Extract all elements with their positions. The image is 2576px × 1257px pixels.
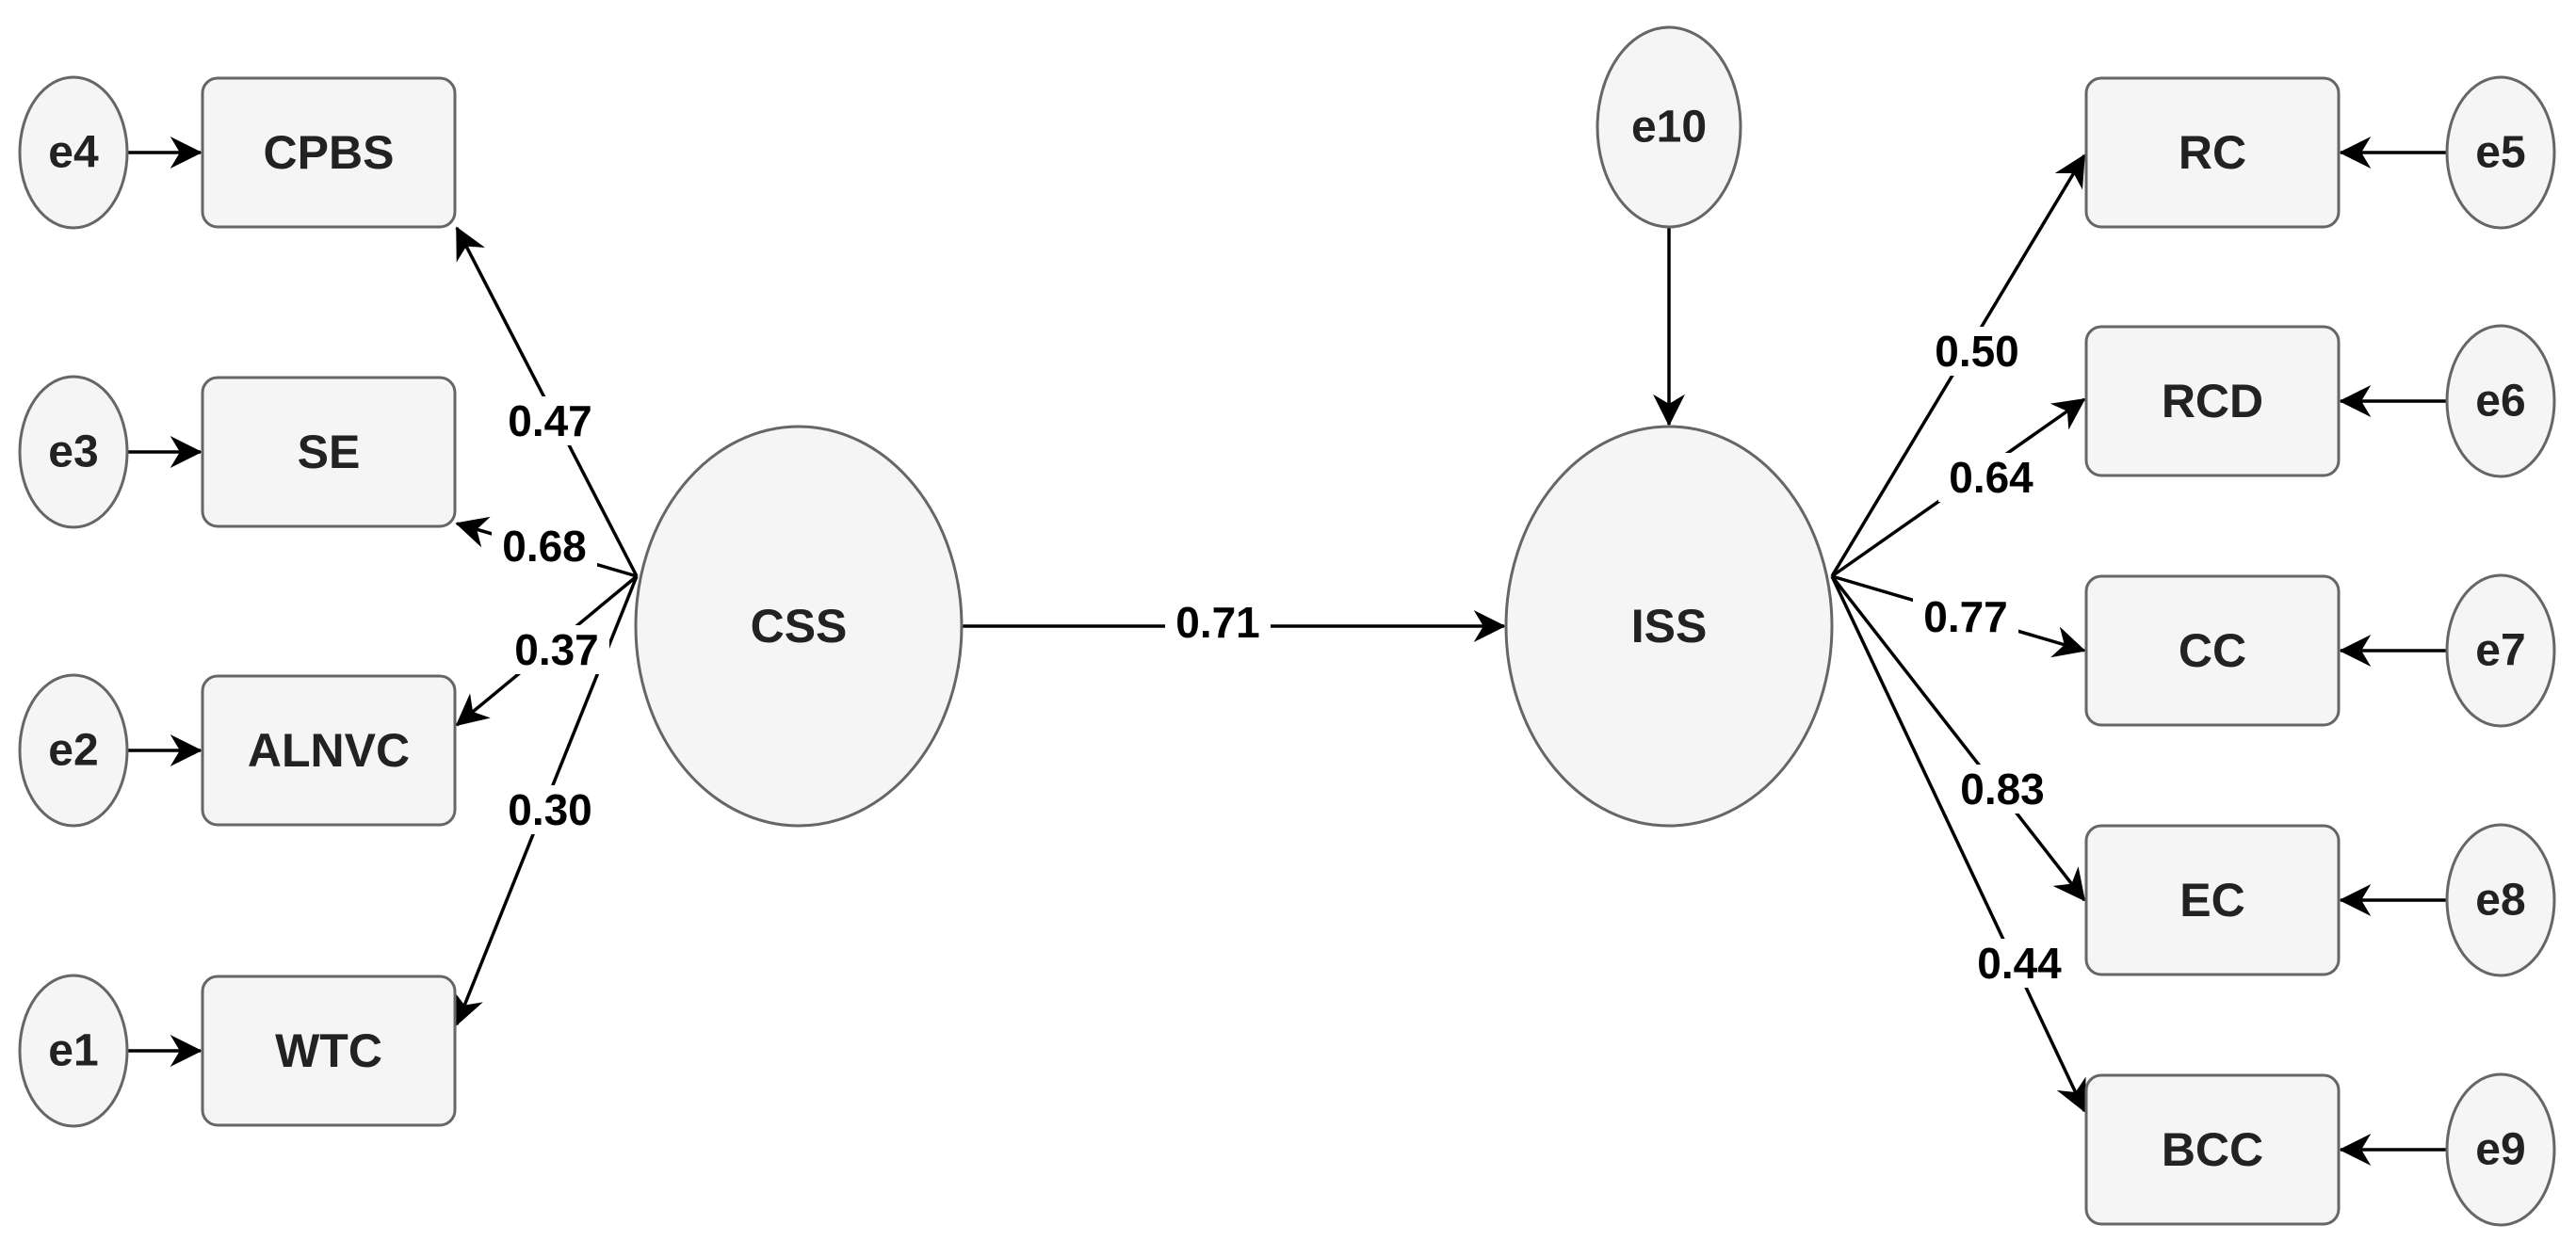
loading-wtc-value-bg xyxy=(497,785,603,834)
loading-rc-value: 0.50 xyxy=(1935,327,2019,376)
error-e5-label: e5 xyxy=(2475,128,2525,178)
loading-rcd-value: 0.64 xyxy=(1949,453,2033,502)
loading-alnvc-value: 0.37 xyxy=(514,625,599,674)
indicator-alnvc-label: ALNVC xyxy=(248,724,410,777)
loading-se-value: 0.68 xyxy=(502,522,587,571)
loading-bcc-value-bg xyxy=(1967,939,2072,988)
loading-ec-value-bg xyxy=(1950,765,2055,814)
error-e9-label: e9 xyxy=(2475,1125,2525,1175)
loading-rc-value-bg xyxy=(1924,327,2030,376)
indicator-bcc-box xyxy=(2084,1073,2341,1226)
error-e3-label: e3 xyxy=(48,427,98,477)
structural-path-coefficient: 0.71 xyxy=(1175,598,1260,647)
loading-se-value-bg xyxy=(492,522,597,571)
indicator-ec-box xyxy=(2084,824,2341,976)
indicator-cc-label: CC xyxy=(2179,624,2246,677)
loading-wtc-value: 0.30 xyxy=(508,785,592,834)
indicator-bcc-label: BCC xyxy=(2162,1123,2263,1176)
error-e4-ellipse xyxy=(18,75,129,230)
error-e6-label: e6 xyxy=(2475,377,2525,427)
indicator-se-box xyxy=(201,376,457,528)
latent-iss-ellipse xyxy=(1504,425,1834,828)
error-e1-ellipse xyxy=(18,974,129,1128)
indicator-wtc-label: WTC xyxy=(275,1024,382,1077)
loading-cpbs-value: 0.47 xyxy=(508,396,592,445)
error-e7-ellipse xyxy=(2445,573,2556,728)
latent-css-label: CSS xyxy=(751,600,848,653)
loading-cc-value-bg xyxy=(1913,592,2018,641)
disturbance-e10-ellipse xyxy=(1596,25,1742,229)
error-e3-ellipse xyxy=(18,375,129,529)
indicator-cc-box xyxy=(2084,574,2341,727)
loading-alnvc-value-bg xyxy=(504,625,609,674)
indicator-wtc-box xyxy=(201,975,457,1127)
loading-arrow-ec xyxy=(1830,574,2086,902)
error-e9-ellipse xyxy=(2445,1072,2556,1227)
latent-iss-label: ISS xyxy=(1631,600,1708,653)
latent-css-ellipse xyxy=(634,425,964,828)
indicator-rcd-label: RCD xyxy=(2162,375,2263,427)
error-e7-label: e7 xyxy=(2475,626,2525,676)
loading-arrow-bcc xyxy=(1830,575,2086,1113)
indicator-cpbs-label: CPBS xyxy=(264,126,395,179)
indicator-alnvc-box xyxy=(201,674,457,827)
disturbance-e10-label: e10 xyxy=(1631,103,1707,153)
indicator-cpbs-box xyxy=(201,76,457,229)
loading-ec-value: 0.83 xyxy=(1960,765,2045,814)
error-e6-ellipse xyxy=(2445,324,2556,478)
error-e4-label: e4 xyxy=(48,128,99,178)
error-e2-label: e2 xyxy=(48,726,98,776)
indicator-se-label: SE xyxy=(298,426,361,478)
loading-cpbs-value-bg xyxy=(497,396,603,445)
indicator-ec-label: EC xyxy=(2179,874,2244,927)
loading-bcc-value: 0.44 xyxy=(1977,939,2062,988)
error-e2-ellipse xyxy=(18,673,129,828)
loading-rcd-value-bg xyxy=(1938,453,2044,502)
error-e1-label: e1 xyxy=(48,1026,98,1076)
indicator-rcd-box xyxy=(2084,325,2341,477)
indicator-rc-label: RC xyxy=(2179,126,2246,179)
indicator-rc-box xyxy=(2084,76,2341,229)
structural-path-coefficient-bg xyxy=(1165,598,1271,647)
error-e5-ellipse xyxy=(2445,75,2556,230)
error-e8-ellipse xyxy=(2445,823,2556,977)
error-e8-label: e8 xyxy=(2475,876,2525,926)
loading-cc-value: 0.77 xyxy=(1923,592,2008,641)
